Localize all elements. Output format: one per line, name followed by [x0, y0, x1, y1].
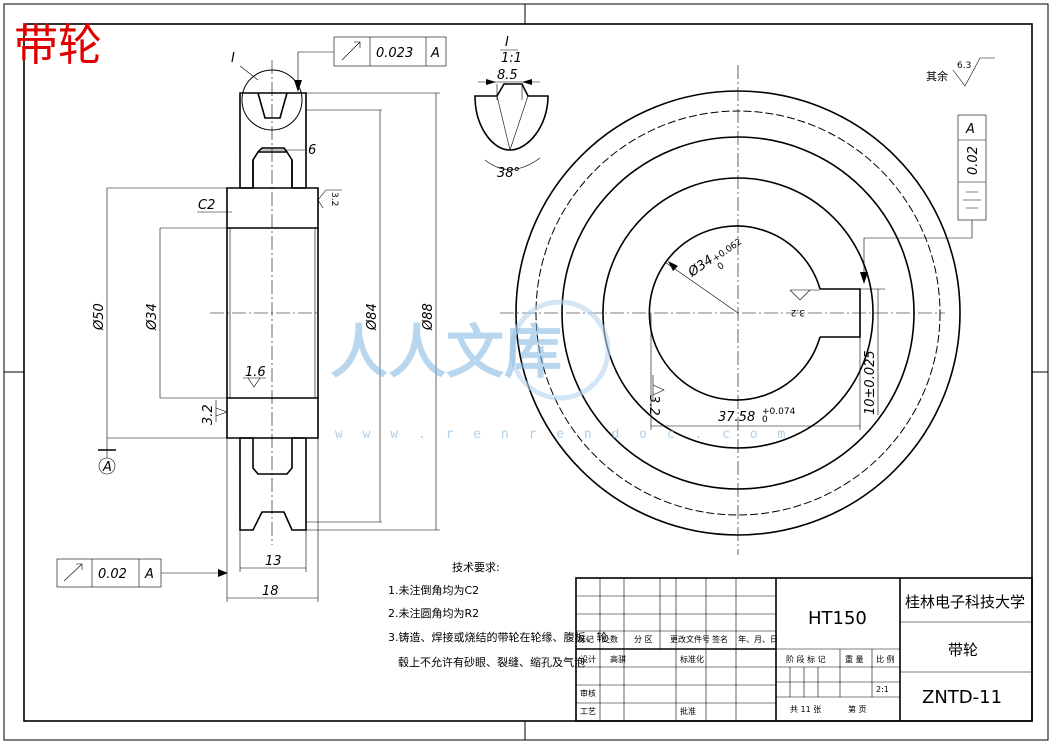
- dim-chamfer: C2: [198, 198, 215, 213]
- svg-text:审核: 审核: [580, 688, 596, 698]
- svg-text:设计: 设计: [580, 654, 596, 664]
- svg-text:标准化: 标准化: [680, 654, 704, 664]
- scale-value: 2:1: [876, 685, 889, 694]
- svg-text:工艺: 工艺: [580, 707, 596, 716]
- svg-text:0.023: 0.023: [376, 46, 413, 61]
- other-rough-label: 其余: [926, 69, 948, 83]
- datum-a: A: [102, 460, 112, 475]
- dim-d50: Ø50: [92, 303, 107, 331]
- svg-text:+0.062: +0.062: [711, 237, 744, 264]
- drawing-number: ZNTD-11: [922, 687, 1002, 708]
- title-block: 标记 处数 分 区 更改文件号 签名 年、月、日 设计 高骐 标准化 审核 工艺…: [575, 577, 1033, 722]
- svg-text:年、月、日: 年、月、日: [738, 634, 778, 644]
- tech-req-line-2: 2.未注圆角均为R2: [388, 606, 479, 620]
- svg-text:0.02: 0.02: [98, 567, 127, 582]
- sheet-count: 共 11 张: [790, 705, 821, 714]
- detail-marker-label: I: [231, 51, 235, 66]
- svg-text:重 量: 重 量: [845, 654, 864, 664]
- svg-text:批准: 批准: [680, 706, 696, 716]
- svg-text:0: 0: [716, 261, 727, 273]
- dim-w18: 18: [262, 584, 279, 599]
- svg-text:第 页: 第 页: [848, 704, 867, 714]
- university: 桂林电子科技大学: [905, 593, 1025, 611]
- rough-key: 3.2: [791, 307, 805, 317]
- detail-scale: 1:1: [501, 51, 522, 66]
- rough-top: 3.2: [329, 192, 339, 206]
- dim-d34: Ø34: [145, 303, 160, 331]
- svg-text:+0.074: +0.074: [762, 407, 796, 417]
- material: HT150: [808, 608, 867, 629]
- dim-groove-6: 6: [308, 143, 316, 158]
- tech-req-heading: 技术要求:: [452, 561, 500, 574]
- runout-tol-bottom: 0.02 A: [56, 558, 228, 588]
- detail-angle: 38°: [497, 166, 520, 181]
- other-rough-value: 6.3: [957, 61, 971, 71]
- svg-text:阶 段 标 记: 阶 段 标 记: [786, 654, 826, 664]
- dim-w13: 13: [265, 554, 282, 569]
- svg-text:标记: 标记: [578, 634, 594, 644]
- part-name: 带轮: [948, 641, 978, 659]
- svg-text:0.02: 0.02: [966, 146, 981, 175]
- rough-bore: 3.2: [646, 395, 661, 416]
- dim-d84: Ø84: [365, 303, 380, 331]
- keyway-depth: 37.58: [718, 410, 755, 425]
- side-view: Ø34 +0.062 0 3.2 3.2 37.58 +0.074 0 10±0…: [500, 57, 995, 555]
- runout-tol-top: 0.023 A: [294, 36, 447, 92]
- svg-text:处数: 处数: [602, 634, 618, 644]
- symmetry-tol: A 0.02: [860, 114, 987, 284]
- svg-text:A: A: [965, 122, 975, 137]
- detail-width: 8.5: [497, 68, 518, 83]
- rough-left: 3.2: [201, 404, 216, 425]
- tech-requirements: 技术要求: 1.未注倒角均为C2 2.未注圆角均为R2 3.铸造、焊接或烧结的带…: [388, 561, 608, 669]
- detail-view: I 1:1 8.5 38°: [474, 35, 549, 181]
- svg-text:人人文库: 人人文库: [330, 318, 562, 386]
- svg-text:A: A: [430, 46, 440, 61]
- svg-text:签名: 签名: [712, 634, 728, 644]
- svg-text:0: 0: [762, 415, 768, 425]
- svg-text:更改文件号: 更改文件号: [670, 634, 710, 644]
- rough-16: 1.6: [245, 365, 266, 380]
- watermark: 人人文库 w w w . r e n r e n d o c . c o m: [330, 299, 791, 442]
- tech-req-line-3: 3.铸造、焊接或烧结的带轮在轮缘、腹板、轮: [388, 630, 608, 644]
- designer-name: 高骐: [610, 654, 626, 664]
- detail-label: I: [505, 35, 509, 50]
- svg-text:A: A: [144, 567, 154, 582]
- svg-text:w w w . r e n r e n d o c . c: w w w . r e n r e n d o c . c o m: [335, 427, 791, 442]
- overlay-title: 带轮: [14, 20, 102, 71]
- main-section-view: I Ø50 Ø34 Ø84 Ø88 6 C2 3.2 1.6: [56, 36, 447, 602]
- svg-text:比 例: 比 例: [876, 654, 895, 664]
- svg-text:分 区: 分 区: [634, 635, 653, 644]
- dim-d88: Ø88: [421, 303, 436, 331]
- tech-req-line-4: 毂上不允许有砂眼、裂缝、缩孔及气泡: [398, 655, 585, 669]
- tech-req-line-1: 1.未注倒角均为C2: [388, 583, 479, 597]
- keyway-width: 10±0.025: [863, 350, 878, 415]
